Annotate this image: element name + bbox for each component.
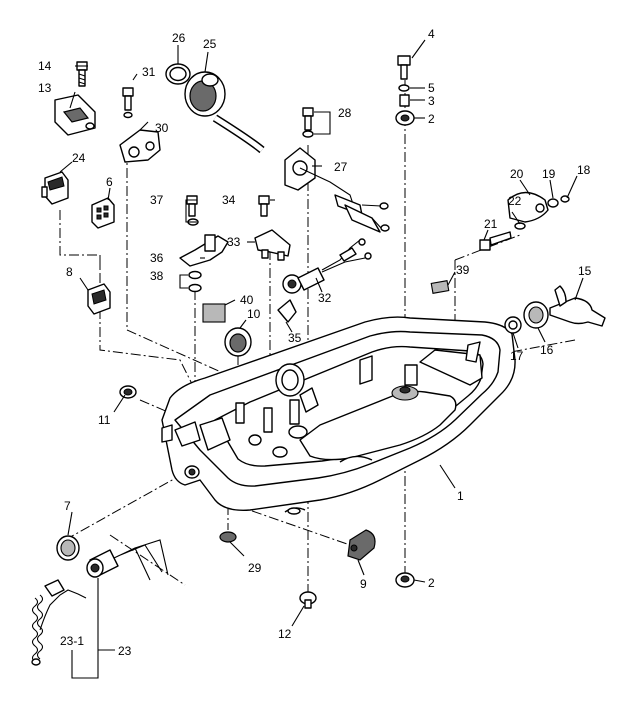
callout-2-upper: 2 — [428, 112, 435, 126]
callout-12: 12 — [278, 627, 292, 641]
callout-14: 14 — [38, 59, 52, 73]
part-31-bolt — [122, 87, 134, 119]
callout-5: 5 — [428, 81, 435, 95]
callout-3: 3 — [428, 94, 435, 108]
callout-2-lower: 2 — [428, 576, 435, 590]
callout-7: 7 — [64, 499, 71, 513]
part-37-bolt — [186, 195, 198, 217]
callout-35: 35 — [288, 331, 302, 345]
callout-21: 21 — [484, 217, 498, 231]
part-9-cover — [347, 529, 376, 561]
part-6-connector — [91, 197, 115, 229]
part-32-cable — [282, 238, 372, 294]
part-23-harness — [31, 539, 169, 666]
part-7-plug — [56, 535, 80, 561]
callout-30: 30 — [155, 121, 169, 135]
part-26-ring — [165, 63, 191, 85]
callout-9: 9 — [360, 577, 367, 591]
bottom-cowl — [161, 316, 516, 515]
part-22-washer — [514, 222, 526, 230]
part-10-grommet — [224, 327, 252, 357]
part-16-cam — [523, 301, 549, 329]
callout-24: 24 — [72, 151, 86, 165]
callout-1: 1 — [457, 489, 464, 503]
callout-39: 39 — [456, 263, 470, 277]
callout-27: 27 — [334, 160, 348, 174]
callout-32: 32 — [318, 291, 332, 305]
callout-20: 20 — [510, 167, 524, 181]
callout-38: 38 — [150, 269, 164, 283]
part-40-pad — [202, 303, 226, 323]
part-29-grommet — [219, 531, 237, 543]
callout-34: 34 — [222, 193, 236, 207]
part-25-grommet — [184, 71, 265, 154]
part-8-connector — [87, 283, 111, 315]
part-2-mount-lower — [395, 572, 415, 588]
callout-23-1: 23-1 — [60, 634, 84, 648]
callout-15: 15 — [578, 264, 592, 278]
part-12-mount — [299, 591, 317, 609]
callout-8: 8 — [66, 265, 73, 279]
part-30-clamp — [119, 129, 161, 163]
callout-33: 33 — [227, 235, 241, 249]
part-36-bracket — [179, 234, 229, 267]
callout-25: 25 — [203, 37, 217, 51]
callout-6: 6 — [106, 175, 113, 189]
part-15-lever — [549, 285, 606, 327]
part-28-bolt — [302, 107, 314, 138]
part-11-grommet — [119, 385, 137, 399]
part-19-nut — [547, 198, 559, 208]
part-27-plate — [284, 147, 390, 233]
callout-4: 4 — [428, 27, 435, 41]
callout-26: 26 — [172, 31, 186, 45]
callout-37: 37 — [150, 193, 164, 207]
part-4-bolt — [397, 55, 411, 80]
part-20-bracket — [507, 191, 549, 223]
leader-lines — [59, 39, 584, 679]
part-21-bolt — [479, 231, 512, 251]
part-33-bracket — [254, 229, 291, 261]
part-3-collar — [399, 94, 410, 107]
callout-11: 11 — [98, 413, 111, 427]
part-38-washer-a — [188, 270, 202, 280]
part-34-bolt — [258, 195, 270, 217]
part-17-bushing — [504, 316, 522, 334]
callout-10: 10 — [247, 307, 261, 321]
callout-17: 17 — [510, 349, 524, 363]
part-35-clip — [277, 299, 297, 323]
callout-18: 18 — [577, 163, 591, 177]
part-39-label — [430, 280, 450, 294]
callout-36: 36 — [150, 251, 164, 265]
callout-16: 16 — [540, 343, 554, 357]
part-38-washer-b — [188, 283, 202, 293]
part-13-bracket — [54, 94, 96, 136]
callout-13: 13 — [38, 81, 52, 95]
part-2-mount-upper — [395, 110, 415, 126]
part-5-washer — [398, 84, 410, 92]
callout-labels: 1 2 2 3 4 5 6 7 8 9 10 11 12 13 14 15 16… — [38, 27, 592, 658]
callout-22: 22 — [508, 194, 522, 208]
callout-31: 31 — [142, 65, 156, 79]
callout-29: 29 — [248, 561, 262, 575]
callout-23: 23 — [118, 644, 132, 658]
part-24-connector — [41, 171, 69, 205]
callout-19: 19 — [542, 167, 556, 181]
callout-40: 40 — [240, 293, 254, 307]
callout-28: 28 — [338, 106, 352, 120]
